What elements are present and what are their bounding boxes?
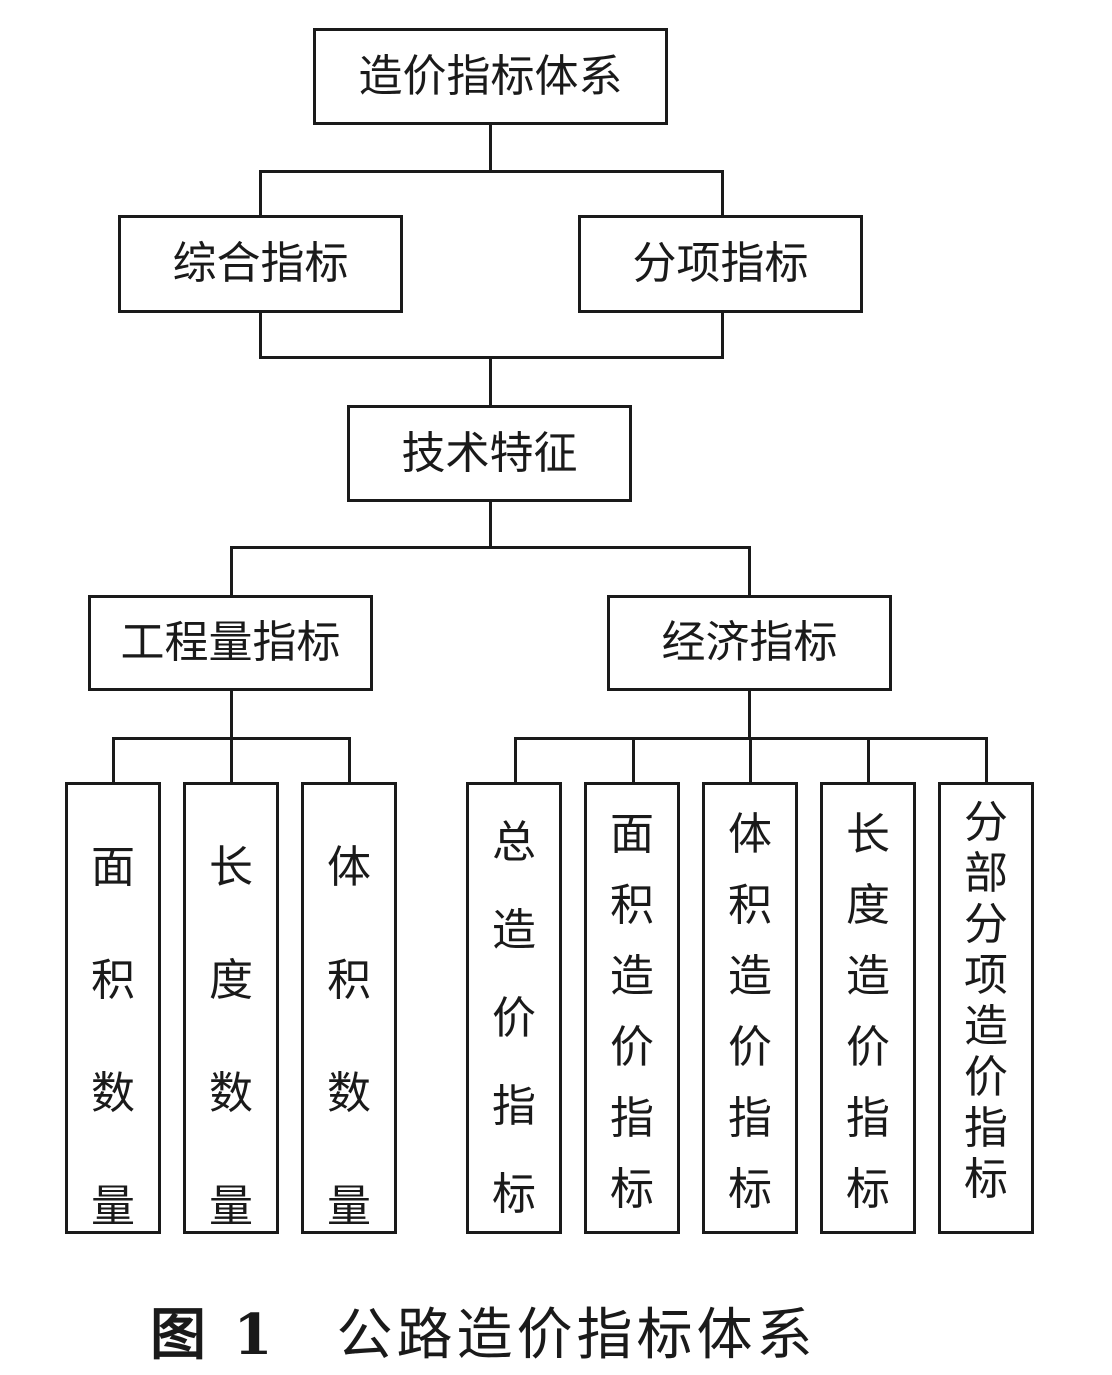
- figure-title: 公路造价指标体系: [336, 1303, 817, 1368]
- economic-index-label: 经济指标: [661, 617, 838, 668]
- economic-leaf-node: 总造价指标: [466, 782, 562, 1234]
- total-cost-index-label: 总造价指标: [492, 817, 536, 1220]
- quantity-index-label: 工程量指标: [120, 617, 341, 668]
- connector: [721, 170, 724, 218]
- economic-leaf-node: 面积造价指标: [584, 782, 680, 1234]
- quantity-leaf-node: 面积数量: [65, 782, 161, 1234]
- comprehensive-index-label: 综合指标: [172, 238, 349, 289]
- itemized-index-node: 分项指标: [578, 215, 863, 313]
- connector: [748, 688, 751, 739]
- connector: [632, 737, 635, 785]
- connector: [867, 737, 870, 785]
- connector: [489, 356, 492, 408]
- quantity-index-node: 工程量指标: [88, 595, 373, 691]
- length-quantity-label: 长度数量: [209, 842, 253, 1232]
- technical-features-node: 技术特征: [347, 405, 632, 502]
- connector: [112, 737, 115, 785]
- connector: [230, 546, 233, 598]
- connector: [721, 312, 724, 359]
- connector: [749, 737, 752, 785]
- economic-index-node: 经济指标: [607, 595, 892, 691]
- root-node: 造价指标体系: [313, 28, 668, 125]
- connector: [259, 170, 262, 218]
- quantity-leaf-node: 体积数量: [301, 782, 397, 1234]
- volume-quantity-label: 体积数量: [327, 842, 371, 1232]
- connector: [514, 737, 517, 785]
- comprehensive-index-node: 综合指标: [118, 215, 403, 313]
- economic-leaf-node: 分部分项造价指标: [938, 782, 1034, 1234]
- length-cost-index-label: 长度造价指标: [846, 809, 890, 1215]
- connector: [230, 546, 751, 549]
- connector: [259, 170, 724, 173]
- itemized-cost-index-label: 分部分项造价指标: [964, 797, 1008, 1205]
- connector: [259, 312, 262, 359]
- quantity-leaf-node: 长度数量: [183, 782, 279, 1234]
- technical-features-label: 技术特征: [401, 427, 578, 479]
- connector: [748, 546, 751, 598]
- connector: [230, 737, 233, 785]
- root-label: 造价指标体系: [358, 50, 623, 102]
- itemized-index-label: 分项指标: [632, 238, 809, 289]
- connector: [489, 122, 492, 172]
- volume-cost-index-label: 体积造价指标: [728, 809, 772, 1215]
- economic-leaf-node: 体积造价指标: [702, 782, 798, 1234]
- figure-number: 图 1: [150, 1302, 277, 1368]
- area-cost-index-label: 面积造价指标: [610, 809, 654, 1215]
- connector: [348, 737, 351, 785]
- figure-caption: 图 1 公路造价指标体系: [150, 1290, 816, 1371]
- area-quantity-label: 面积数量: [91, 842, 135, 1232]
- connector: [489, 500, 492, 548]
- connector: [985, 737, 988, 785]
- connector: [230, 688, 233, 739]
- economic-leaf-node: 长度造价指标: [820, 782, 916, 1234]
